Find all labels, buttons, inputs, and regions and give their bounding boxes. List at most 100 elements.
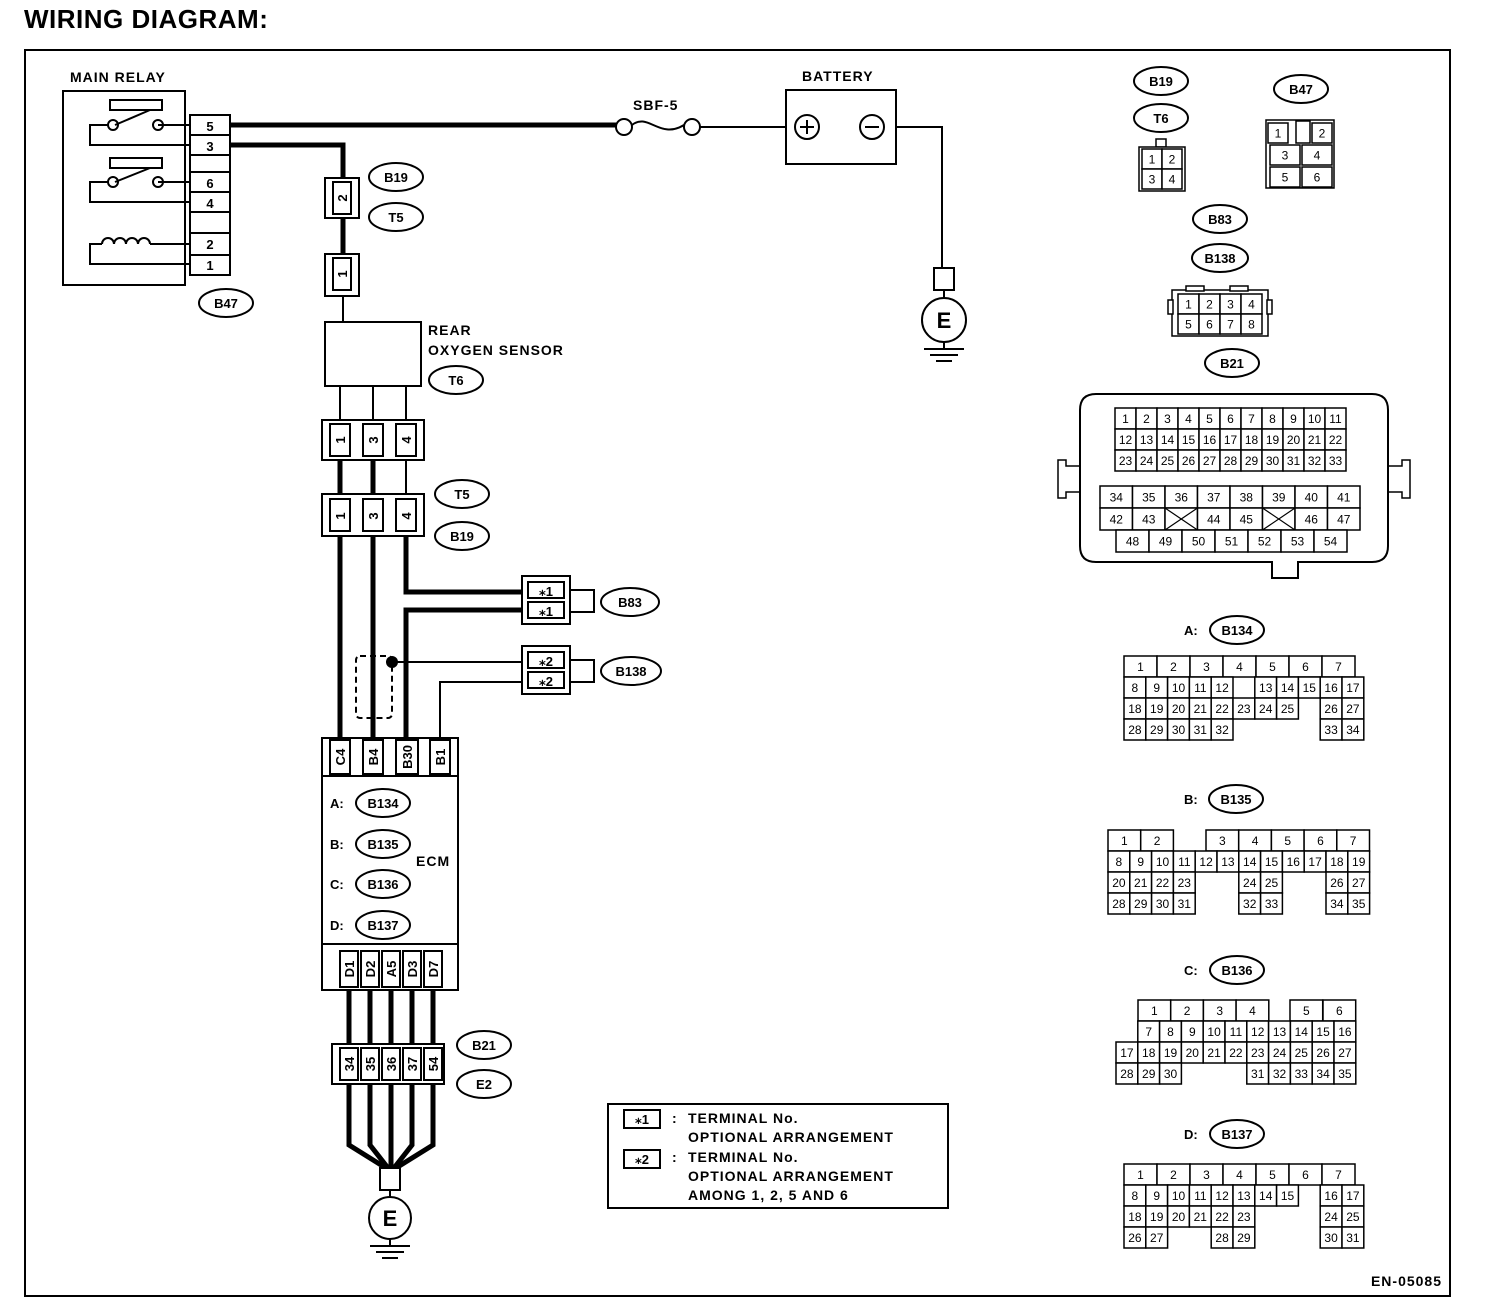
- pin-label: 3: [1282, 149, 1289, 163]
- svg-text:B19: B19: [384, 170, 408, 185]
- pin-label: 11: [1178, 855, 1191, 869]
- pin-cell: [1275, 697, 1300, 720]
- pin-label: 6: [1336, 1004, 1343, 1018]
- pin-label: 22: [1329, 433, 1343, 447]
- pin-label: 17: [1308, 855, 1322, 869]
- connector-tag-b47: B47: [198, 288, 254, 318]
- pin-label: 15: [1316, 1025, 1330, 1039]
- pin-label: 19: [1266, 433, 1280, 447]
- connector-latch: [1295, 120, 1311, 144]
- pin-label: 45: [1240, 513, 1254, 527]
- pin-label: 32: [1243, 897, 1257, 911]
- relay-pin: 2: [206, 237, 213, 252]
- pin-label: 30: [1164, 1067, 1178, 1081]
- pin-label: 17: [1346, 681, 1360, 695]
- pin-cell: [1145, 1226, 1169, 1249]
- pin-label: 6: [1227, 412, 1234, 426]
- pin-label: 22: [1215, 702, 1229, 716]
- pin-label: 19: [1352, 855, 1366, 869]
- connector-t6-pins: [321, 419, 425, 461]
- ecm-bottom-pin: D1: [342, 961, 357, 978]
- pin-label: 27: [1338, 1046, 1352, 1060]
- pin-label: 12: [1215, 1189, 1229, 1203]
- pin-label: 42: [1110, 513, 1124, 527]
- sensor-pin: 1: [333, 436, 348, 443]
- ecm-wires: [337, 536, 526, 738]
- connector-tag-t6: T6: [428, 365, 484, 395]
- fuse-label: SBF-5: [633, 97, 678, 113]
- pin-label: 4: [1249, 1004, 1256, 1018]
- pin-label: 15: [1303, 681, 1317, 695]
- connector-latch: [1057, 459, 1080, 499]
- pin-label: 1: [1275, 127, 1282, 141]
- pin-cell: [1158, 1062, 1183, 1085]
- ecm-bottom-pin: D2: [363, 961, 378, 978]
- connector-tag-t6: T6: [1133, 103, 1189, 133]
- pin-cell: [1259, 892, 1284, 915]
- connector-tag-e2: E2: [456, 1069, 512, 1099]
- connector-tag-b137: B137: [367, 918, 398, 933]
- pin-label: 8: [1132, 681, 1139, 695]
- pin-label: 24: [1324, 1210, 1338, 1224]
- pin-label: 1: [1151, 1004, 1158, 1018]
- pin-label: 34: [1330, 897, 1344, 911]
- ecm-prefix: A:: [330, 796, 344, 811]
- pin-label: 40: [1305, 491, 1319, 505]
- pin-label: 7: [1227, 318, 1234, 332]
- pin-label: 17: [1120, 1046, 1134, 1060]
- legend-text: AMONG 1, 2, 5 AND 6: [688, 1187, 849, 1203]
- legend-key-star2: ⁎2: [635, 1152, 649, 1167]
- pin-label: 25: [1265, 876, 1279, 890]
- pin-label: 39: [1272, 491, 1286, 505]
- connector-tag-t5: T5: [434, 479, 490, 509]
- pin-label: 4: [1248, 298, 1255, 312]
- connector-tag-b19: B19: [368, 162, 424, 192]
- connector-tag-b83: B83: [1192, 204, 1248, 234]
- pin-label: 26: [1316, 1046, 1330, 1060]
- pin-label: 15: [1265, 855, 1279, 869]
- main-relay-label: MAIN RELAY: [70, 69, 166, 85]
- diagram-frame: [24, 49, 1451, 1297]
- relay-pin: 4: [206, 196, 214, 211]
- sensor-pin: 4: [399, 436, 414, 444]
- battery: [785, 89, 897, 165]
- connector-tag-b21: B21: [456, 1030, 512, 1060]
- pin-label: 27: [1150, 1231, 1164, 1245]
- pin-label: 53: [1291, 535, 1305, 549]
- pin-label: 25: [1295, 1046, 1309, 1060]
- pin-label: 1: [1185, 298, 1192, 312]
- pin-label: 26: [1128, 1231, 1142, 1245]
- pin-label: 33: [1265, 897, 1279, 911]
- b21-pin: 36: [384, 1057, 399, 1071]
- pin-cell: [1269, 166, 1301, 188]
- connector-tag-b136: B136: [1209, 955, 1265, 985]
- pin-label: 6: [1206, 318, 1213, 332]
- pin-label: 11: [1230, 1025, 1243, 1039]
- pin-label: 12: [1251, 1025, 1265, 1039]
- legend-text: TERMINAL No.: [688, 1149, 799, 1165]
- pin-label: 13: [1221, 855, 1235, 869]
- connector-tag-b137: B137: [1209, 1119, 1265, 1149]
- svg-text:B47: B47: [1289, 82, 1313, 97]
- battery-ground: [921, 267, 967, 362]
- pin-label: 31: [1251, 1067, 1265, 1081]
- pin-label: 7: [1335, 1168, 1342, 1182]
- pin-label: 7: [1145, 1025, 1152, 1039]
- pin-label: 9: [1189, 1025, 1196, 1039]
- pin-label: 7: [1248, 412, 1255, 426]
- svg-text:T5: T5: [388, 210, 403, 225]
- pin-label: 10: [1156, 855, 1170, 869]
- pin-label: 30: [1172, 723, 1186, 737]
- pin-label: 34: [1316, 1067, 1330, 1081]
- pin-label: 28: [1120, 1067, 1134, 1081]
- connector-tag-b47: B47: [1273, 74, 1329, 104]
- connector-b138: [521, 645, 595, 695]
- ecm-top-pin: B30: [400, 745, 415, 769]
- pin-label: 10: [1308, 412, 1322, 426]
- pin-label: 19: [1150, 1210, 1164, 1224]
- pin-label: 4: [1252, 834, 1259, 848]
- pin-cell: [1275, 1184, 1300, 1207]
- optional-pin-star1: ⁎1: [539, 584, 553, 599]
- main-relay: [62, 90, 231, 286]
- svg-text:B138: B138: [615, 664, 646, 679]
